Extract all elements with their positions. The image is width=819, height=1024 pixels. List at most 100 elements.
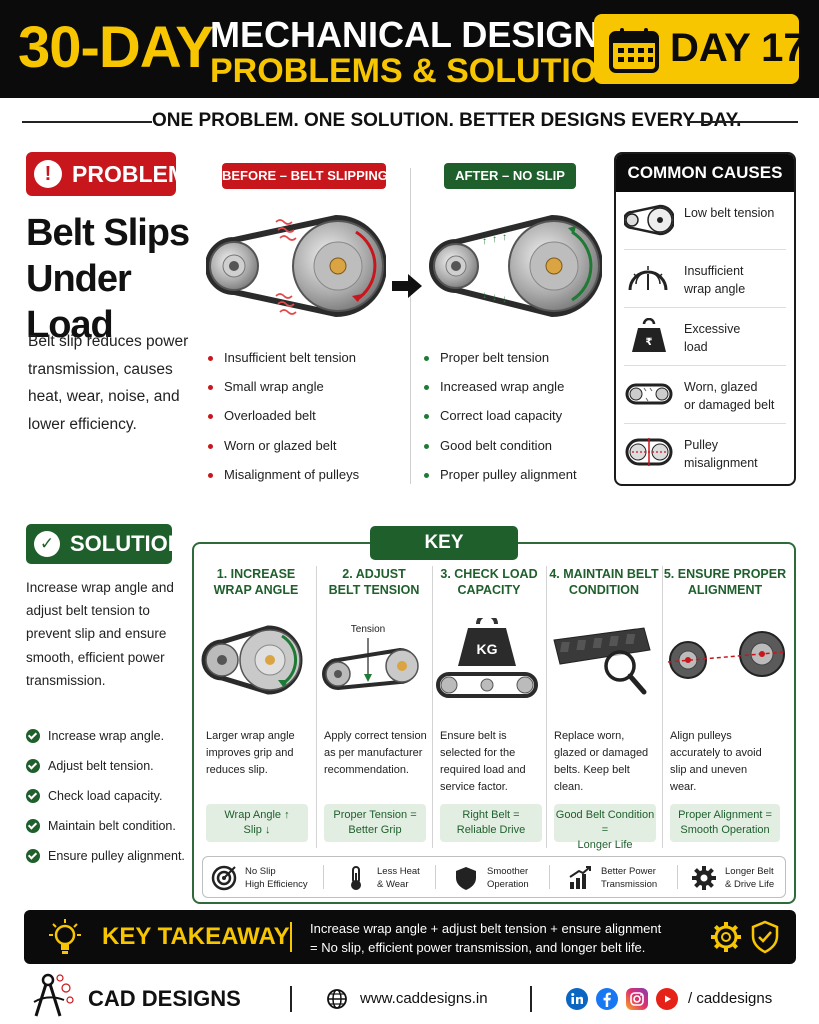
key-solution-result: Good Belt Condition = Longer Life — [554, 804, 656, 851]
header-banner: 30-DAY MECHANICAL DESIGN PROBLEMS & SOLU… — [0, 0, 819, 98]
before-after-divider — [410, 168, 411, 484]
list-item: Small wrap angle — [208, 379, 408, 408]
solution-badge: ✓ SOLUTION — [26, 524, 184, 564]
shield-icon — [456, 867, 476, 890]
benefit-label: Longer Belt & Drive Life — [725, 866, 775, 890]
key-solution-load-capacity: 3. CHECK LOAD CAPACITY KG Ensure belt is… — [432, 560, 546, 850]
problem-badge: ! PROBLEM — [26, 152, 187, 196]
key-solution-wrap-angle: 1. INCREASE WRAP ANGLE Larger wrap angle… — [198, 560, 314, 850]
benefit-divider — [677, 865, 678, 889]
benefit-divider — [549, 865, 550, 889]
list-item: Adjust belt tension. — [26, 758, 196, 788]
linkedin-icon[interactable] — [566, 988, 588, 1010]
key-takeaway-text: Increase wrap angle + adjust belt tensio… — [310, 921, 662, 955]
svg-text:↓: ↓ — [492, 292, 497, 303]
key-solution-result: Wrap Angle ↑ Slip ↓ — [206, 804, 308, 842]
problem-title-line2: Under Load — [26, 258, 132, 346]
key-solution-alignment: 5. ENSURE PROPER ALIGNMENT Align pulleys… — [662, 560, 788, 850]
list-item: Insufficient belt tension — [208, 350, 408, 379]
instagram-icon[interactable] — [626, 988, 648, 1010]
exclamation-icon: ! — [34, 160, 62, 188]
svg-text:↑: ↑ — [492, 234, 497, 245]
list-item: Good belt condition — [424, 438, 614, 467]
check-icon — [26, 849, 40, 863]
gear-icon — [692, 866, 716, 890]
cause-item-low-tension: Low belt tension — [624, 192, 786, 250]
facebook-icon[interactable] — [596, 988, 618, 1010]
footer-divider — [290, 986, 292, 1012]
solution-list: Increase wrap angle. Adjust belt tension… — [26, 728, 196, 878]
footer-social-handle[interactable]: / caddesigns — [688, 990, 773, 1007]
before-belt-drive-illustration — [206, 214, 386, 318]
low-tension-icon — [624, 204, 674, 236]
key-solutions-title: KEY SOLUTIONS — [370, 526, 518, 587]
cause-label: Pulley misalignment — [684, 438, 758, 470]
problem-title-line1: Belt Slips — [26, 212, 190, 254]
benefit-divider — [435, 865, 436, 889]
list-item: Proper belt tension — [424, 350, 614, 379]
list-item: Check load capacity. — [26, 788, 196, 818]
compass-logo-icon — [33, 973, 74, 1017]
key-solution-description: Apply correct tension as per manufacture… — [324, 730, 427, 776]
tension-label: Tension — [351, 624, 385, 635]
key-solution-description: Replace worn, glazed or damaged belts. K… — [554, 730, 649, 793]
check-icon — [26, 819, 40, 833]
key-solution-heading: 1. INCREASE WRAP ANGLE — [213, 567, 299, 597]
kg-label: KG — [477, 641, 498, 657]
key-takeaway-banner: KEY TAKEAWAY Increase wrap angle + adjus… — [24, 910, 796, 964]
list-item: Worn or glazed belt — [208, 438, 408, 467]
benefit-label: No Slip High Efficiency — [245, 866, 308, 890]
check-circle-icon: ✓ — [34, 531, 60, 557]
belt-condition-illustration — [553, 627, 651, 695]
youtube-icon[interactable] — [656, 988, 678, 1010]
key-solution-heading: 3. CHECK LOAD CAPACITY — [440, 567, 538, 597]
cause-item-misalignment: Pulley misalignment — [624, 424, 786, 482]
globe-icon — [327, 989, 347, 1009]
load-capacity-illustration: KG — [436, 618, 538, 698]
before-list: Insufficient belt tension Small wrap ang… — [208, 350, 408, 496]
problem-title: Belt Slips Under Load — [26, 210, 206, 348]
worn-belt-icon — [625, 383, 673, 405]
cause-label: Low belt tension — [684, 206, 775, 220]
key-solution-description: Align pulleys accurately to avoid slip a… — [670, 730, 762, 793]
svg-text:↓: ↓ — [502, 294, 507, 305]
after-tag: AFTER – NO SLIP — [444, 163, 576, 189]
column-divider — [432, 566, 433, 848]
benefit-label: Better Power Transmission — [601, 866, 658, 890]
day-label: DAY 17 — [670, 26, 806, 70]
arrow-right-icon — [392, 274, 422, 298]
header-title-line2: PROBLEMS & SOLUTIONS — [210, 52, 645, 90]
benefit-label: Less Heat & Wear — [377, 866, 420, 890]
key-solution-belt-tension: 2. ADJUST BELT TENSION Tension Apply cor… — [316, 560, 432, 850]
tagline-divider-left — [22, 121, 152, 123]
column-divider — [662, 566, 663, 848]
key-solution-description: Ensure belt is selected for the required… — [440, 730, 526, 793]
list-item: Ensure pulley alignment. — [26, 848, 196, 878]
check-icon — [26, 789, 40, 803]
common-causes-title: COMMON CAUSES — [616, 154, 794, 192]
svg-text:↑: ↑ — [482, 236, 487, 247]
cause-item-wrap-angle: Insufficient wrap angle — [624, 250, 786, 308]
cause-label: Excessive load — [684, 322, 741, 354]
common-causes-panel: COMMON CAUSES Low belt tension Insuffici… — [614, 152, 796, 486]
svg-text:↓: ↓ — [482, 290, 487, 301]
header-title-line1: MECHANICAL DESIGN — [210, 14, 600, 55]
list-item: Increased wrap angle — [424, 379, 614, 408]
list-item: Proper pulley alignment — [424, 467, 614, 496]
key-solution-description: Larger wrap angle improves grip and redu… — [206, 730, 295, 776]
footer-website-link[interactable]: www.caddesigns.in — [360, 990, 488, 1007]
day-badge: DAY 17 — [594, 14, 806, 84]
list-item: Correct load capacity — [424, 408, 614, 437]
shield-check-icon — [751, 920, 779, 954]
misalignment-icon — [625, 438, 673, 466]
thermometer-icon — [351, 866, 361, 890]
check-icon — [26, 759, 40, 773]
check-icon — [26, 729, 40, 743]
cause-label: Insufficient wrap angle — [684, 264, 746, 296]
list-item: Misalignment of pulleys — [208, 467, 408, 496]
header-big-title: 30-DAY — [18, 15, 214, 80]
wrap-angle-icon — [628, 266, 668, 291]
svg-text:↑: ↑ — [502, 232, 507, 243]
benefits-strip: No Slip High Efficiency Less Heat & Wear… — [202, 856, 786, 898]
benefit-divider — [323, 865, 324, 889]
